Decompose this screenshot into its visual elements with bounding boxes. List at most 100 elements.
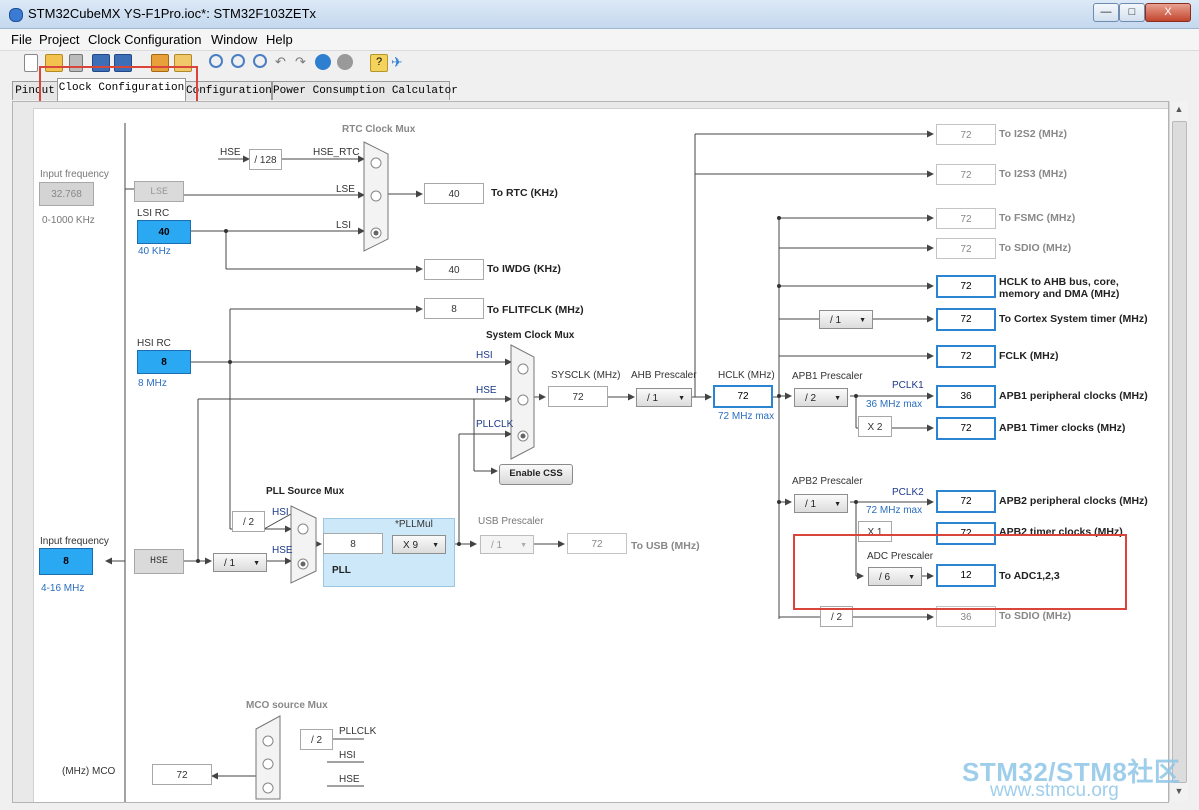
sysclk-label: SYSCLK (MHz): [551, 370, 621, 381]
menu-help[interactable]: Help: [266, 32, 293, 47]
hclk-max-label: 72 MHz max: [718, 411, 775, 422]
lse-input-frequency-label: Input frequency: [40, 169, 109, 180]
help-icon[interactable]: ?: [370, 54, 388, 72]
sdio2-output-box[interactable]: 36: [936, 606, 996, 627]
lse-source-box[interactable]: LSE: [134, 181, 184, 202]
undo-icon[interactable]: ↶: [275, 54, 286, 69]
ahb-prescaler-dropdown[interactable]: / 1▼: [636, 388, 692, 407]
sysmux-hse-label: HSE: [476, 385, 497, 396]
adc-prescaler-dropdown[interactable]: / 6▼: [868, 567, 922, 586]
apb2-periph-output-box[interactable]: 72: [936, 490, 996, 513]
mco-pll-div2-box[interactable]: / 2: [300, 729, 333, 750]
lse-input-value[interactable]: 32.768: [39, 182, 94, 206]
new-project-icon[interactable]: [24, 54, 38, 72]
chevron-down-icon: ▼: [908, 574, 915, 581]
hsi-rc-value[interactable]: 8: [137, 350, 191, 374]
rtc-output-label: To RTC (KHz): [491, 187, 558, 199]
usb-output-box[interactable]: 72: [567, 533, 627, 554]
fclk-output-box[interactable]: 72: [936, 345, 996, 368]
minimize-button[interactable]: —: [1093, 3, 1119, 22]
hsi-freq-label: 8 MHz: [138, 378, 167, 389]
redo-icon[interactable]: ↷: [295, 54, 306, 69]
cortex-div-dropdown[interactable]: / 1▼: [819, 310, 873, 329]
scroll-up-icon[interactable]: ▲: [1174, 104, 1184, 114]
usb-output-label: To USB (MHz): [631, 540, 700, 552]
apb1-periph-output-box[interactable]: 36: [936, 385, 996, 408]
apb1-prescaler-dropdown[interactable]: / 2▼: [794, 388, 848, 407]
pllmul-dropdown[interactable]: X 9▼: [392, 535, 446, 554]
scroll-thumb[interactable]: [1172, 121, 1187, 783]
cortex-output-box[interactable]: 72: [936, 308, 996, 331]
hse-range-label: 4-16 MHz: [41, 583, 85, 594]
zoom-fit-icon[interactable]: [253, 54, 267, 68]
hse-input-frequency-label: Input frequency: [40, 536, 109, 547]
clock-tree-paper: RTC Clock Mux HSE / 128 HSE_RTC LSE LSI …: [33, 108, 1168, 802]
hse-prediv-value: / 1: [224, 558, 236, 569]
hclk-value-box[interactable]: 72: [713, 385, 773, 408]
apb2-timer-mul-box[interactable]: X 1: [858, 521, 892, 542]
adc-prescaler-label: ADC Prescaler: [867, 551, 934, 562]
menu-file[interactable]: File: [11, 32, 32, 47]
pll-mux-hsi-label: HSI: [272, 507, 289, 518]
hclk-ahb-output-box[interactable]: 72: [936, 275, 996, 298]
apb1-timer-mul-box[interactable]: X 2: [858, 416, 892, 437]
hse-rtc-label: HSE_RTC: [313, 147, 360, 158]
adc-output-box[interactable]: 12: [936, 564, 996, 587]
sysclk-value-box[interactable]: 72: [548, 386, 608, 407]
adc-highlight-frame: [793, 534, 1127, 610]
pll-hsi-div2-box[interactable]: / 2: [232, 511, 265, 532]
enable-css-button[interactable]: Enable CSS: [499, 464, 573, 485]
adc-output-label: To ADC1,2,3: [999, 570, 1060, 582]
zoom-in-icon[interactable]: [209, 54, 223, 68]
hse-source-box[interactable]: HSE: [134, 549, 184, 574]
menu-clock-configuration[interactable]: Clock Configuration: [88, 32, 202, 47]
fsmc-output-box[interactable]: 72: [936, 208, 996, 229]
reset-icon[interactable]: [337, 54, 353, 70]
apb1-timer-output-box[interactable]: 72: [936, 417, 996, 440]
pclk2-max-label: 72 MHz max: [866, 505, 923, 516]
i2s2-output-box[interactable]: 72: [936, 124, 996, 145]
hse-prediv-dropdown[interactable]: / 1 ▼: [213, 553, 267, 572]
apb2-timer-output-box[interactable]: 72: [936, 522, 996, 545]
refresh-icon[interactable]: [315, 54, 331, 70]
menu-window[interactable]: Window: [211, 32, 258, 47]
usb-prescaler-dropdown[interactable]: / 1▼: [480, 535, 534, 554]
close-button[interactable]: X: [1145, 3, 1191, 22]
sdio-div2-box[interactable]: / 2: [820, 606, 853, 627]
apb2-prescaler-value: / 1: [805, 499, 817, 510]
title-bar: STM32CubeMX YS-F1Pro.ioc*: STM32F103ZETx…: [0, 0, 1199, 29]
mco-output-box[interactable]: 72: [152, 764, 212, 785]
scroll-down-icon[interactable]: ▼: [1174, 786, 1184, 796]
pll-input-box[interactable]: 8: [323, 533, 383, 554]
lsi-rc-label: LSI RC: [137, 208, 170, 219]
zoom-out-icon[interactable]: [231, 54, 245, 68]
vertical-scrollbar[interactable]: ▲ ▼: [1169, 101, 1188, 801]
about-icon[interactable]: ✈: [391, 54, 403, 70]
sdio-output-label: To SDIO (MHz): [999, 242, 1072, 254]
apb1-prescaler-value: / 2: [805, 393, 817, 404]
hclk-label: HCLK (MHz): [718, 370, 775, 381]
hse-div128-box[interactable]: / 128: [249, 149, 282, 170]
iwdg-output-box[interactable]: 40: [424, 259, 484, 280]
tab-clock-configuration[interactable]: Clock Configuration: [57, 78, 186, 101]
sdio-output-box[interactable]: 72: [936, 238, 996, 259]
tab-configuration[interactable]: Configuration: [185, 81, 272, 100]
tab-bar: Pinout Clock Configuration Configuration…: [0, 78, 1199, 101]
maximize-button[interactable]: □: [1119, 3, 1145, 22]
tab-power-consumption-calculator[interactable]: Power Consumption Calculator: [272, 81, 458, 100]
chevron-down-icon: ▼: [253, 560, 260, 567]
hse-input-value[interactable]: 8: [39, 548, 93, 575]
mco-label: (MHz) MCO: [62, 766, 116, 777]
hclk-ahb-output-label-line2: memory and DMA (MHz): [999, 288, 1120, 300]
cortex-output-label: To Cortex System timer (MHz): [999, 313, 1148, 325]
menu-project[interactable]: Project: [39, 32, 80, 47]
mco-mux-title: MCO source Mux: [246, 700, 328, 711]
clock-tree-canvas[interactable]: RTC Clock Mux HSE / 128 HSE_RTC LSE LSI …: [12, 101, 1169, 803]
flitfclk-output-box[interactable]: 8: [424, 298, 484, 319]
pclk1-label: PCLK1: [892, 380, 924, 391]
lsi-rc-value[interactable]: 40: [137, 220, 191, 244]
i2s3-output-box[interactable]: 72: [936, 164, 996, 185]
apb2-prescaler-dropdown[interactable]: / 1▼: [794, 494, 848, 513]
usb-prescaler-value: / 1: [491, 540, 503, 551]
rtc-output-box[interactable]: 40: [424, 183, 484, 204]
